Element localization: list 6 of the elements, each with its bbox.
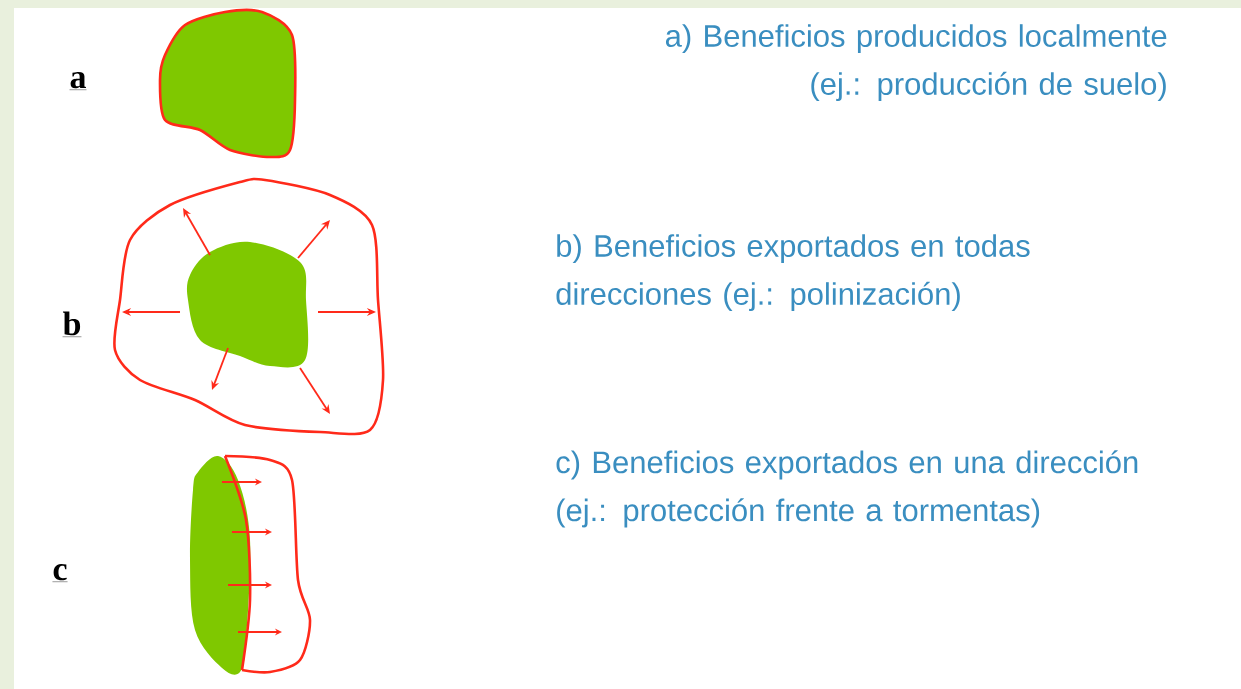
panel-letter: b	[62, 311, 82, 337]
caption-text: a) Beneficios producidos localmente (ej.: producción de suelo)	[665, 24, 1167, 102]
panel-letter: c	[52, 564, 68, 582]
caption-text: b) Beneficios exportados en todas direcciones (ej.: polinización)	[556, 234, 1030, 312]
caption-text: c) Beneficios exportados en una dirección (ej.: protección frente a tormentas)	[556, 450, 1138, 528]
panel-letter: a	[69, 72, 87, 90]
